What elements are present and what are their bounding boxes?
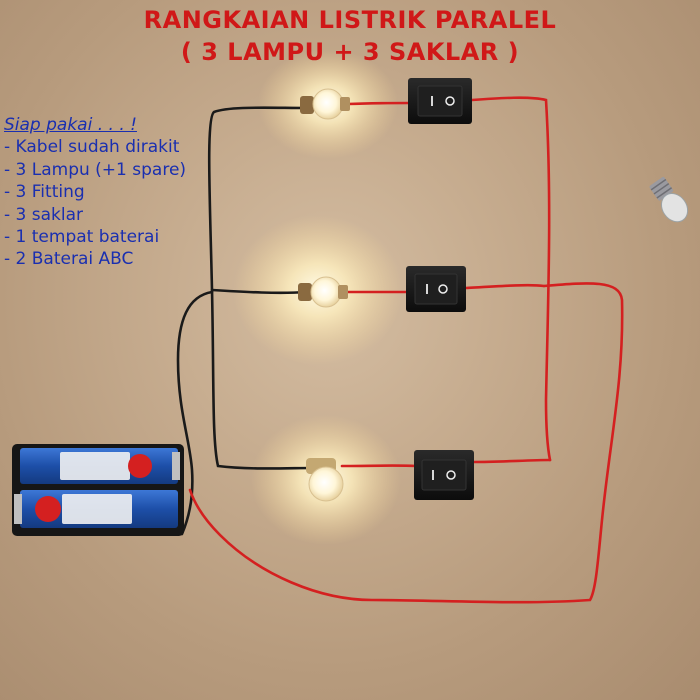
black-wire	[176, 106, 314, 536]
info-item: - Kabel sudah dirakit	[4, 137, 180, 158]
info-item: - 3 Fitting	[4, 182, 85, 203]
switch-top	[408, 78, 472, 124]
info-item: - 2 Baterai ABC	[4, 249, 134, 270]
info-item: - 1 tempat baterai	[4, 227, 160, 248]
info-heading: Siap pakai . . . !	[4, 115, 137, 135]
info-item: - 3 saklar	[4, 204, 84, 225]
red-wire	[188, 96, 624, 604]
switch-middle	[406, 266, 466, 312]
spare-lamp	[649, 177, 689, 223]
lamp-bottom	[306, 458, 344, 502]
page-title-line-2: ( 3 LAMPU + 3 SAKLAR )	[180, 38, 520, 66]
page-title-line-1: RANGKAIAN LISTRIK PARALEL	[143, 6, 557, 34]
switch-bottom	[414, 450, 474, 500]
lamp-middle	[298, 276, 348, 308]
battery-holder	[12, 444, 184, 536]
info-item: - 3 Lampu (+1 spare)	[4, 159, 187, 180]
lamp-top	[300, 88, 350, 120]
info-list: Siap pakai . . . ! - Kabel sudah dirakit…	[4, 114, 186, 271]
